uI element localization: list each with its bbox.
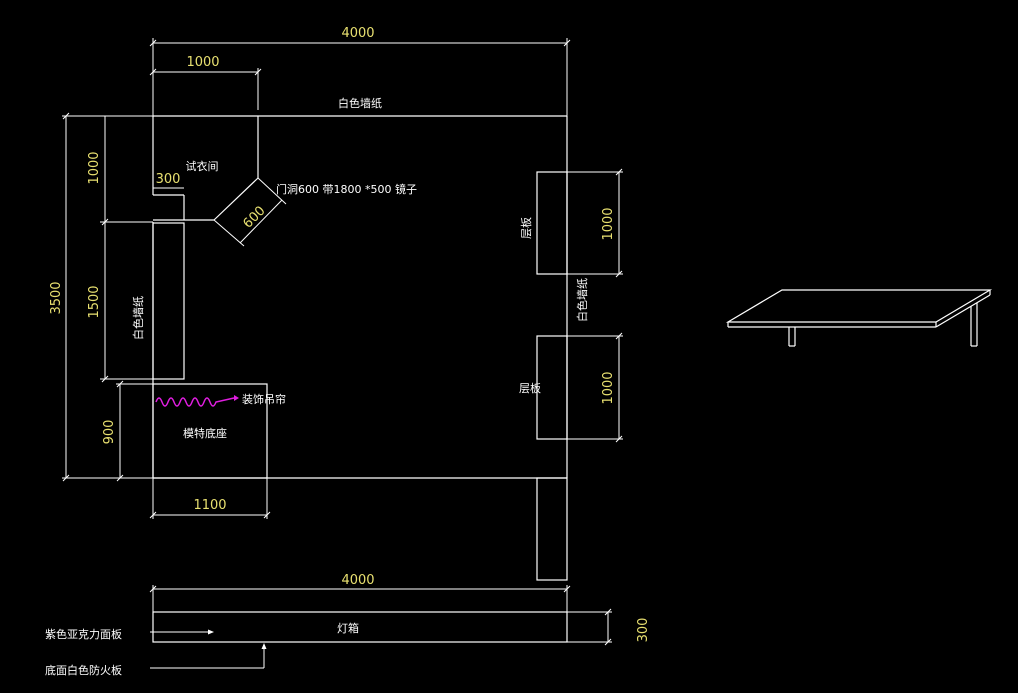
dim-strip-300: 300	[636, 618, 651, 643]
fitting-room-walls	[153, 116, 259, 221]
label-shelf-upper: 层板	[519, 217, 533, 239]
label-model-base: 模特底座	[183, 426, 227, 440]
leader-bottom-panel	[150, 643, 267, 669]
top-dimension-lines	[149, 38, 571, 116]
label-bottom-panel: 底面白色防火板	[45, 663, 122, 677]
right-dimension-lines	[567, 168, 623, 443]
dim-top-1000: 1000	[186, 55, 219, 70]
strip-rect	[152, 611, 568, 643]
label-fitting-room: 试衣间	[186, 159, 219, 173]
dim-1100-lines	[149, 478, 271, 519]
dim-600: 600	[240, 203, 268, 231]
dim-left-1000: 1000	[87, 151, 102, 184]
label-shelf-lower: 层板	[519, 381, 541, 395]
curtain-wave-symbol	[155, 395, 239, 407]
dim-second-4000: 4000	[341, 573, 374, 588]
dim-left-900: 900	[102, 420, 117, 445]
label-top-wall: 白色墙纸	[338, 96, 382, 110]
label-left-wall: 白色墙纸	[131, 296, 145, 340]
dim-left-1500: 1500	[87, 285, 102, 318]
shelf-upper-rect	[536, 171, 568, 275]
label-door-note: 门洞600 带1800 *500 镜子	[276, 182, 417, 196]
shelf-outside-rect	[536, 477, 568, 581]
dim-300: 300	[156, 172, 181, 187]
dim-600-lines	[213, 177, 287, 247]
strip-dimension-lines	[567, 608, 612, 646]
leader-purple-panel	[150, 629, 214, 635]
dim-right-lower-1000: 1000	[601, 371, 616, 404]
left-wall-panel	[152, 222, 185, 380]
model-base-box	[152, 383, 268, 479]
label-purple-panel: 紫色亚克力面板	[45, 627, 122, 641]
left-dimension-lines	[62, 112, 153, 482]
label-curtain: 装饰吊帘	[242, 392, 286, 406]
dim-1100: 1100	[193, 498, 226, 513]
label-strip: 灯箱	[337, 621, 359, 635]
dim-top-4000: 4000	[341, 26, 374, 41]
dim-left-3500: 3500	[49, 281, 64, 314]
table-3d-sketch	[725, 289, 993, 347]
second-dimension-lines	[149, 585, 571, 612]
shelf-lower-rect	[536, 335, 568, 440]
dim-right-upper-1000: 1000	[601, 207, 616, 240]
label-right-wall: 白色墙纸	[575, 278, 589, 322]
